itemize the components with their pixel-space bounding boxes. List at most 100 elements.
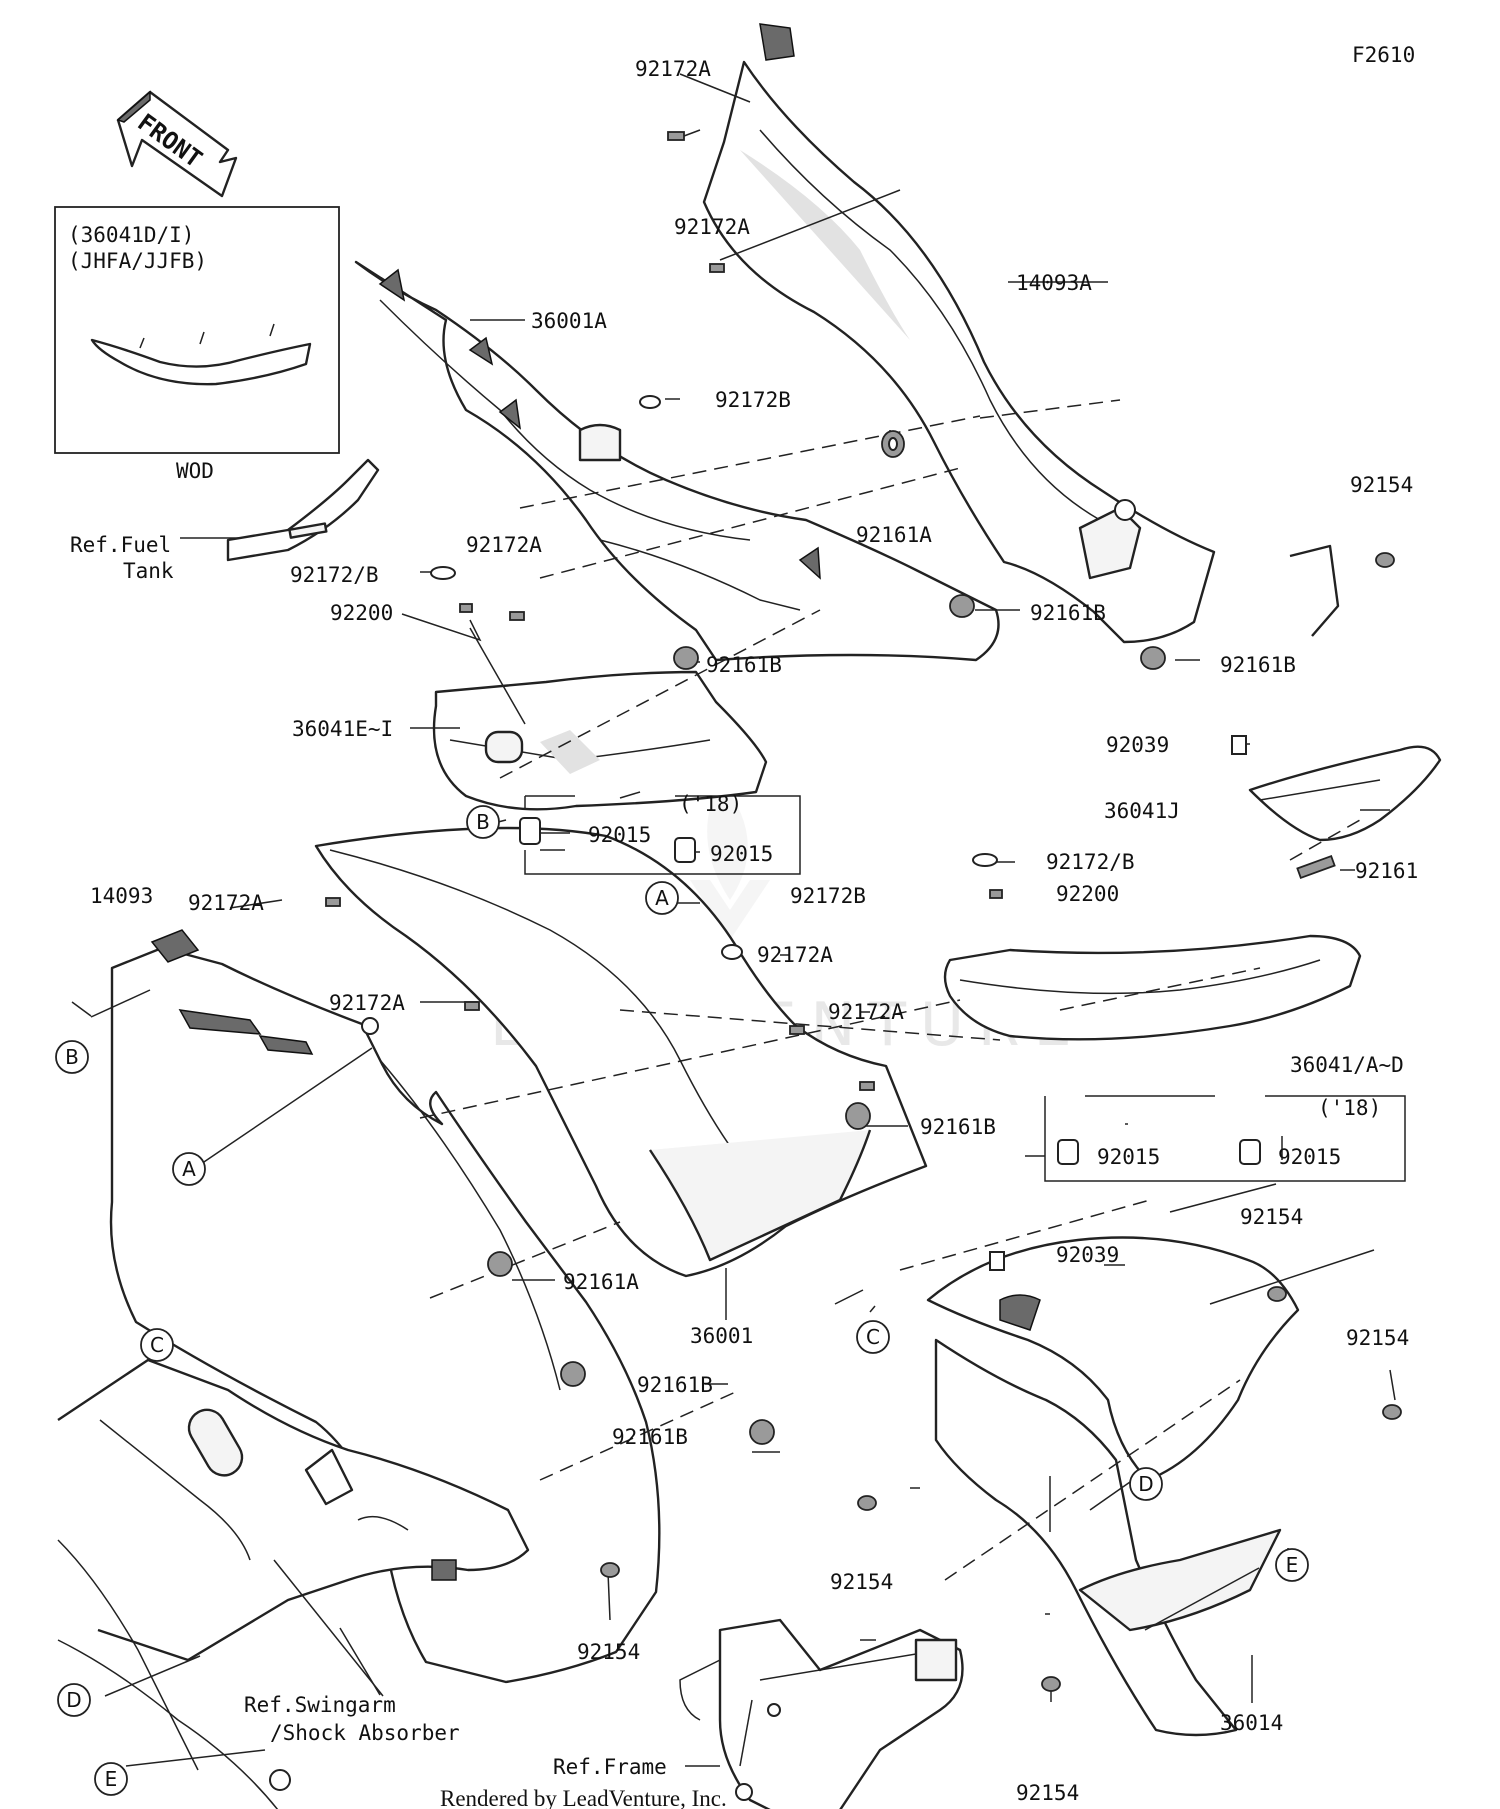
callout-D-right: D bbox=[1129, 1467, 1163, 1501]
callout-E-right: E bbox=[1275, 1548, 1309, 1582]
grommet-92161A-1 bbox=[881, 430, 905, 458]
footer-credit: Rendered by LeadVenture, Inc. bbox=[440, 1786, 727, 1809]
label-92015-1: 92015 bbox=[588, 823, 651, 847]
assembly-dashed-lines bbox=[419, 399, 1361, 1581]
ref-swingarm bbox=[57, 1358, 530, 1809]
svg-text:A: A bbox=[655, 886, 669, 910]
label-92172slashB-1: 92172/B bbox=[290, 563, 379, 587]
inset-line-1: (36041D/I) bbox=[68, 223, 194, 247]
watermark-logo bbox=[690, 780, 770, 940]
label-92154-1: 92154 bbox=[1350, 473, 1413, 497]
callout-C-right: C bbox=[856, 1320, 890, 1354]
label-92172A-7: 92172A bbox=[828, 1000, 904, 1024]
label-92154-5: 92154 bbox=[577, 1640, 640, 1664]
label-year-left: ('18) bbox=[679, 792, 742, 816]
screw-92172A-4 bbox=[325, 897, 341, 907]
year-box-right bbox=[1044, 1095, 1406, 1182]
label-92161B-1: 92161B bbox=[1030, 601, 1106, 625]
collar-92015-1 bbox=[519, 817, 541, 845]
label-92039-2: 92039 bbox=[1056, 1243, 1119, 1267]
part-14093A bbox=[702, 23, 1340, 644]
screw-92154-6 bbox=[1041, 1676, 1061, 1692]
label-year-right: ('18) bbox=[1318, 1096, 1381, 1120]
label-92172A-1: 92172A bbox=[635, 57, 711, 81]
label-36001A: 36001A bbox=[531, 309, 607, 333]
label-92154-6: 92154 bbox=[1016, 1781, 1079, 1805]
part-36001 bbox=[314, 826, 928, 1278]
label-92154-3: 92154 bbox=[1346, 1326, 1409, 1350]
svg-text:C: C bbox=[866, 1325, 880, 1349]
callout-A-left: A bbox=[172, 1152, 206, 1186]
label-36001: 36001 bbox=[690, 1324, 753, 1348]
fuel-tank-bracket bbox=[226, 458, 380, 562]
label-92161B-6: 92161B bbox=[612, 1425, 688, 1449]
part-labels: 92172A 92172A 14093A 36001A 92172B 92154… bbox=[70, 57, 1418, 1805]
screw-92039-1 bbox=[1231, 735, 1247, 755]
label-92172A-6: 92172A bbox=[329, 991, 405, 1015]
part-36001A bbox=[354, 260, 1000, 662]
screw-92172A-3 bbox=[509, 611, 525, 621]
label-92172B-1: 92172B bbox=[715, 388, 791, 412]
callout-B-top: B bbox=[466, 805, 500, 839]
label-ref-fuel-2: Tank bbox=[123, 559, 174, 583]
grommet-92161B-3 bbox=[673, 646, 699, 670]
grommet-92161B-5 bbox=[560, 1361, 586, 1387]
label-92161: 92161 bbox=[1355, 859, 1418, 883]
label-36041EI: 36041E~I bbox=[292, 717, 393, 741]
label-92039-1: 92039 bbox=[1106, 733, 1169, 757]
label-92172slashB-2: 92172/B bbox=[1046, 850, 1135, 874]
svg-text:E: E bbox=[105, 1767, 118, 1791]
label-92161B-3: 92161B bbox=[706, 653, 782, 677]
grommet-92161B-2 bbox=[1140, 646, 1166, 670]
label-14093A: 14093A bbox=[1016, 271, 1092, 295]
label-ref-swingarm-1: Ref.Swingarm bbox=[244, 1693, 396, 1717]
grommet-92161A-2 bbox=[487, 1251, 513, 1277]
svg-text:D: D bbox=[66, 1688, 81, 1712]
hardware bbox=[325, 129, 1402, 1692]
label-92154-2: 92154 bbox=[1240, 1205, 1303, 1229]
year-box-left bbox=[524, 795, 801, 875]
screw-92172B-2 bbox=[721, 944, 743, 960]
screw-92039-2 bbox=[989, 1251, 1005, 1271]
callout-C-left: C bbox=[140, 1328, 174, 1362]
grommet-92161B-6 bbox=[749, 1419, 775, 1445]
part-36014 bbox=[926, 1236, 1300, 1737]
ref-frame bbox=[679, 1618, 964, 1809]
screw-92154-1 bbox=[1375, 552, 1395, 568]
label-ref-swingarm-2: /Shock Absorber bbox=[270, 1721, 460, 1745]
callout-B-left: B bbox=[55, 1040, 89, 1074]
callout-A-top: A bbox=[645, 881, 679, 915]
label-92154-4: 92154 bbox=[830, 1570, 893, 1594]
callouts: B A B A C C D E D E bbox=[55, 805, 1309, 1796]
callout-E-left: E bbox=[94, 1762, 128, 1796]
label-92200-2: 92200 bbox=[1056, 882, 1119, 906]
label-14093: 14093 bbox=[90, 884, 153, 908]
svg-text:A: A bbox=[182, 1157, 196, 1181]
screw-92154-2 bbox=[600, 1562, 620, 1578]
screw-92154-5 bbox=[857, 1495, 877, 1511]
front-arrow-icon: FRONT bbox=[116, 90, 238, 198]
label-92015-4: 92015 bbox=[1278, 1145, 1341, 1169]
label-36041AD: 36041/A~D bbox=[1290, 1053, 1404, 1077]
label-92172A-4: 92172A bbox=[188, 891, 264, 915]
part-36041AD bbox=[943, 934, 1362, 1041]
label-92161B-4: 92161B bbox=[920, 1115, 996, 1139]
label-92161A-1: 92161A bbox=[856, 523, 932, 547]
label-92015-3: 92015 bbox=[1097, 1145, 1160, 1169]
collar-92015-4 bbox=[1239, 1139, 1261, 1165]
grommet-92161B-4 bbox=[845, 1102, 871, 1130]
svg-text:C: C bbox=[150, 1333, 164, 1357]
label-92015-2: 92015 bbox=[710, 842, 773, 866]
screw-92172slashB-2 bbox=[972, 853, 998, 867]
svg-text:B: B bbox=[476, 810, 490, 834]
label-92161A-2: 92161A bbox=[563, 1270, 639, 1294]
label-92161B-5: 92161B bbox=[637, 1373, 713, 1397]
label-92172A-2: 92172A bbox=[674, 215, 750, 239]
label-92172A-5: 92172A bbox=[757, 943, 833, 967]
screw-92154-4 bbox=[1382, 1404, 1402, 1420]
callout-D-left: D bbox=[57, 1683, 91, 1717]
screw-92172A-1 bbox=[667, 129, 701, 141]
label-36041J: 36041J bbox=[1104, 799, 1180, 823]
screw-92172B-1 bbox=[639, 395, 661, 409]
